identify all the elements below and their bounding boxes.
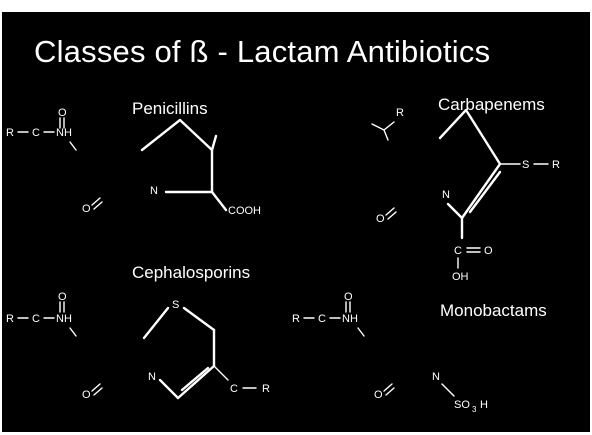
atom-R: R [396,107,404,119]
bond-double-1 [385,207,395,216]
page-title: Classes of ß - Lactam Antibiotics [34,34,491,69]
bond-line [441,383,455,397]
atom-SO3: SO [454,399,470,411]
atom-OH: OH [452,271,469,283]
bond-double-1 [91,383,101,392]
ring-bonds [140,118,214,194]
cephalosporin-structure: Cephalosporins O R C NH O S N [6,263,270,401]
atom-R: R [262,383,270,395]
atom-N: N [442,189,450,201]
penicillin-structure: O R C NH O N COOH Penicillins [6,99,261,217]
slide: Classes of ß - Lactam Antibiotics O R C … [2,12,590,432]
atom-C: C [32,127,40,139]
atom-R: R [6,127,14,139]
atom-R: R [292,313,300,325]
label-monobactams: Monobactams [440,301,547,320]
bond-double-2 [93,201,103,210]
atom-N: N [432,371,440,383]
atom-O: O [374,389,383,401]
bond-double-1 [91,197,101,206]
bond-line [357,327,365,337]
bond-line [383,129,389,141]
ring-double-bond-1 [176,364,216,400]
label-carbapenems: Carbapenems [438,95,545,114]
atom-O: O [82,203,91,215]
bond-line [69,141,77,151]
atom-S: S [522,159,529,171]
ring-double-bond-1 [460,162,502,220]
ring-double-bond-2 [180,366,210,392]
atom-COOH: COOH [228,205,261,217]
atom-O: O [58,291,67,303]
bond-line [69,327,77,337]
ring-bonds [438,108,502,166]
atom-C: C [454,245,462,257]
ring-bond [158,378,180,400]
atom-S: S [172,299,179,311]
bond-double-2 [387,211,397,220]
ring-bond [182,306,216,332]
atom-N: N [148,371,156,383]
atom-N: N [150,185,158,197]
atom-O: O [58,107,67,119]
atom-O: O [344,291,353,303]
atom-H: H [480,399,488,411]
atom-O: O [484,245,493,257]
label-penicillins: Penicillins [132,99,208,118]
atom-NH: NH [56,127,72,139]
ring-bond [446,202,464,220]
carbapenem-structure: Carbapenems R O N S R C O [371,95,560,283]
ring-double-bond-2 [468,170,502,214]
bond-double-1 [383,383,393,392]
atom-R: R [552,159,560,171]
atom-NH: NH [56,313,72,325]
subscript-3: 3 [472,405,477,414]
ring-bond [210,190,228,212]
atom-O: O [82,389,91,401]
bond-line [371,123,385,131]
atom-NH: NH [342,313,358,325]
bond-line [213,365,229,381]
bond-line [383,121,395,131]
atom-C: C [230,383,238,395]
beta-lactam-diagram: O R C NH O N COOH Penicillins Carbapenem… [6,95,560,414]
atom-C: C [32,313,40,325]
atom-R: R [6,313,14,325]
bond-double-2 [93,387,103,396]
label-cephalosporins: Cephalosporins [132,263,250,282]
monobactam-structure: Monobactams O R C NH O N SO 3 H [292,291,547,414]
atom-O: O [376,213,385,225]
ring-bond [142,306,170,340]
bond-double-2 [385,387,395,396]
atom-C: C [318,313,326,325]
methyl-bond [210,134,218,152]
